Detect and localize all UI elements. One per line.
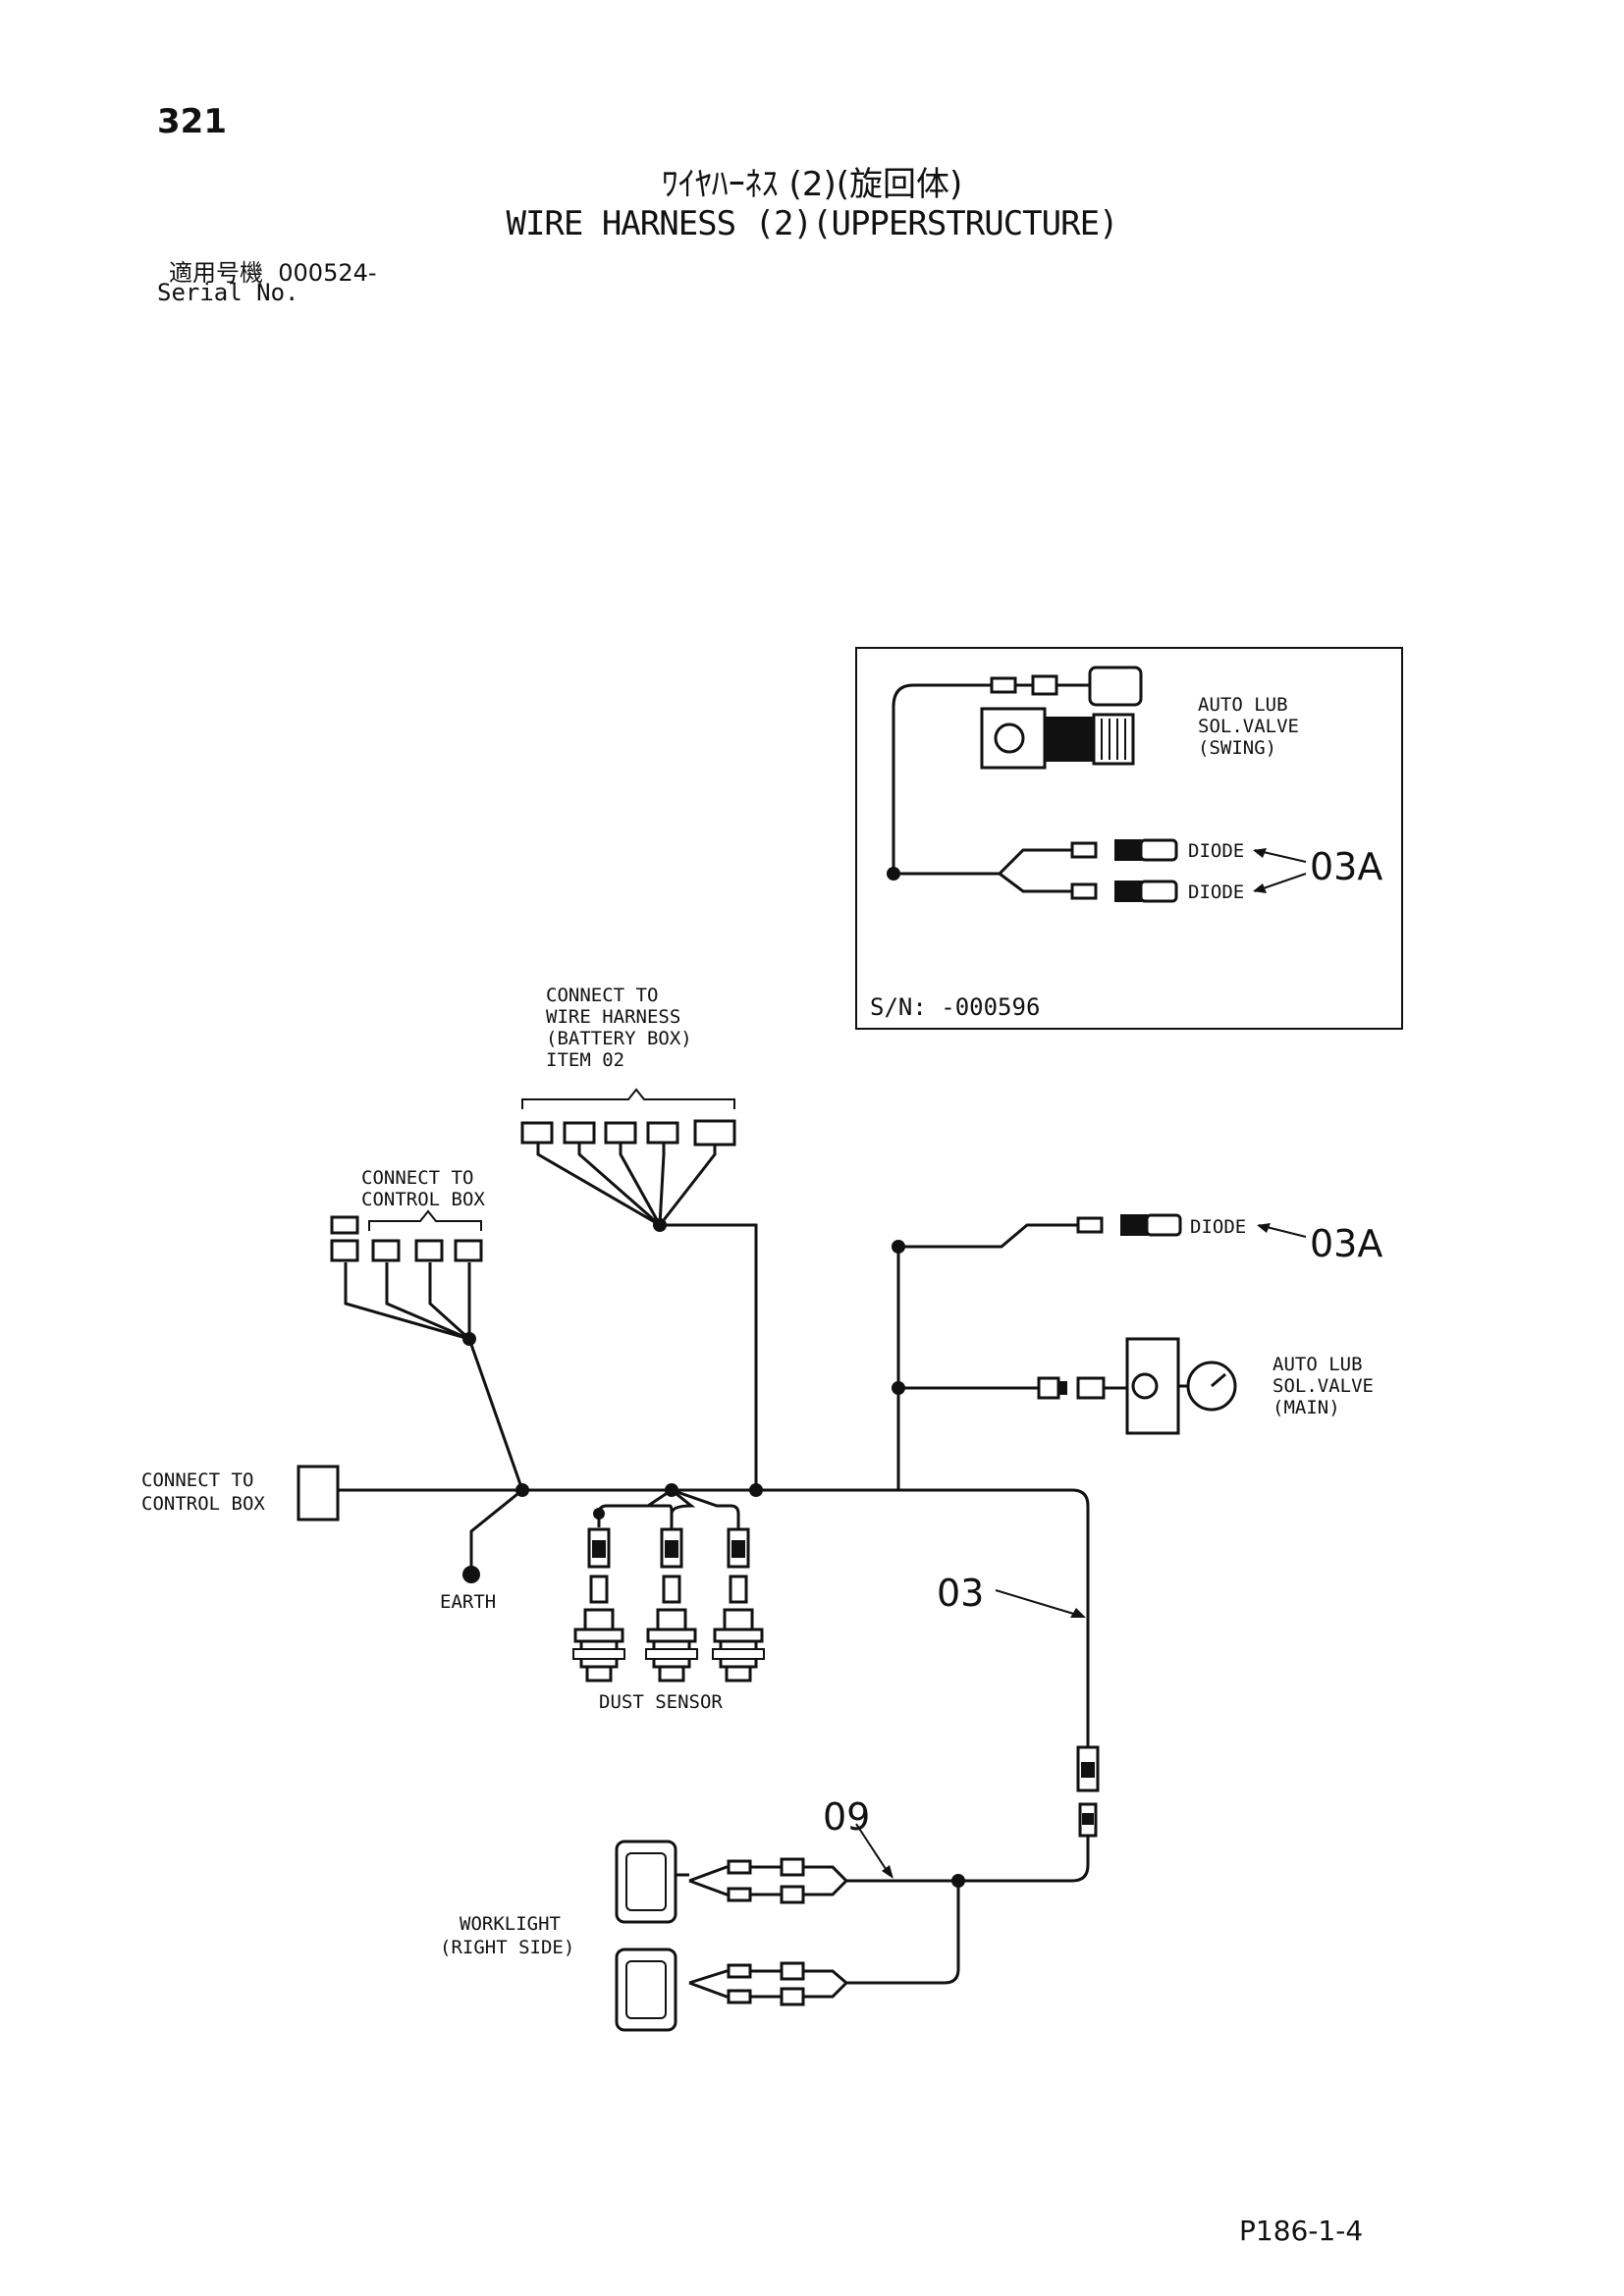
dust-sensor-icons (572, 1527, 765, 1682)
battery-box-connectors (520, 1088, 736, 1147)
swing-valve-icon (980, 707, 1135, 770)
inset-diode-connector-2 (1070, 880, 1178, 903)
diode-connector (1076, 1213, 1182, 1237)
main-valve-label-1: AUTO LUB (1272, 1354, 1363, 1375)
inset-serial-range: S/N: -000596 (870, 993, 1040, 1021)
swing-valve-label-3: (SWING) (1198, 737, 1276, 759)
control-box-upper-label-2: CONTROL BOX (361, 1189, 485, 1210)
harness-callout-03: 03 (937, 1572, 984, 1615)
dust-sensor-label: DUST SENSOR (599, 1691, 723, 1713)
page-number: 321 (157, 102, 227, 141)
worklight-icons (615, 1840, 805, 2032)
worklight-harness-connector (1076, 1745, 1100, 1838)
battery-box-label-4: ITEM 02 (546, 1049, 624, 1071)
swing-valve-label-2: SOL.VALVE (1198, 716, 1299, 737)
worklight-label-1: WORKLIGHT (460, 1913, 561, 1935)
battery-box-label-3: (BATTERY BOX) (546, 1028, 692, 1049)
diode-label: DIODE (1190, 1216, 1246, 1238)
inset-diode-label-1: DIODE (1188, 840, 1244, 862)
earth-label: EARTH (440, 1591, 496, 1613)
inset-diode-label-2: DIODE (1188, 881, 1244, 903)
inset-callout-03a: 03A (1310, 845, 1382, 888)
control-box-left-label-1: CONNECT TO (141, 1469, 253, 1491)
diode-callout-03a: 03A (1310, 1222, 1382, 1265)
serial-label-japanese: 適用号機 000524- (169, 259, 377, 287)
serial-label-english: Serial No. (157, 279, 299, 306)
swing-valve-label-1: AUTO LUB (1198, 694, 1288, 716)
inset-diode-connector-1 (1070, 838, 1178, 862)
title-japanese: ﾜｲﾔﾊｰﾈｽ (2)(旋回体) (661, 165, 963, 204)
footer-code: P186-1-4 (1239, 2215, 1364, 2247)
control-box-left-connector (297, 1465, 340, 1522)
main-valve-label-2: SOL.VALVE (1272, 1375, 1374, 1397)
battery-box-label-1: CONNECT TO (546, 985, 658, 1006)
title-english: WIRE HARNESS (2)(UPPERSTRUCTURE) (506, 204, 1118, 243)
control-box-upper-connectors (330, 1209, 483, 1262)
control-box-left-label-2: CONTROL BOX (141, 1493, 265, 1515)
worklight-label-2: (RIGHT SIDE) (440, 1937, 574, 1958)
battery-box-label-2: WIRE HARNESS (546, 1006, 680, 1028)
worklight-callout-09: 09 (823, 1795, 870, 1839)
main-harness (338, 1135, 1090, 1999)
control-box-upper-label-1: CONNECT TO (361, 1167, 473, 1189)
inset-box: AUTO LUB SOL.VALVE (SWING) DIODE DIODE 0… (855, 647, 1403, 1030)
main-valve-icon (1037, 1337, 1237, 1435)
main-valve-label-3: (MAIN) (1272, 1397, 1340, 1418)
